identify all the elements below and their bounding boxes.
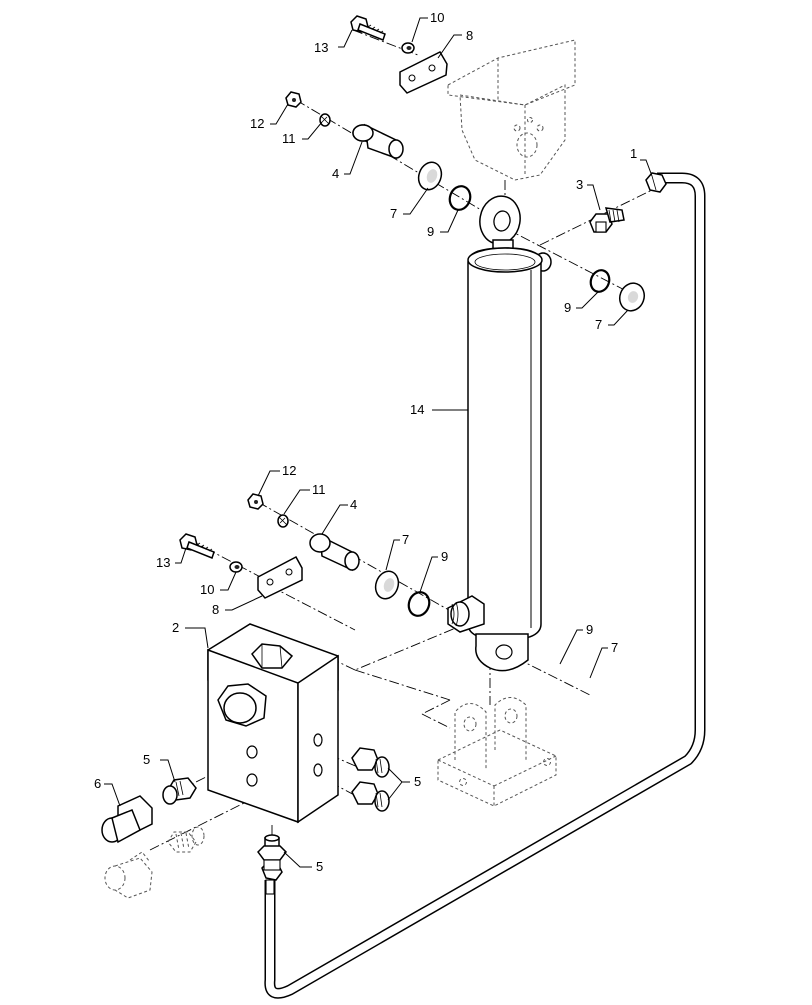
upper-mount-bracket — [447, 39, 576, 181]
washer-top — [401, 42, 415, 54]
pivot-pin-bottom — [309, 533, 360, 572]
bolt-top — [350, 15, 386, 41]
callout-7-lower: 7 — [611, 640, 618, 655]
callout-12-bottom: 12 — [282, 463, 296, 478]
callout-5-bottom: 5 — [316, 859, 323, 874]
callout-8-top: 8 — [466, 28, 473, 43]
retaining-ring-bottom — [407, 591, 431, 617]
callout-12-top: 12 — [250, 116, 264, 131]
callout-8-bottom: 8 — [212, 602, 219, 617]
retaining-ring-top — [448, 185, 472, 211]
retaining-ring-right — [589, 269, 611, 293]
lower-mount-bracket — [437, 697, 557, 807]
fitting-5-side-upper — [351, 747, 390, 778]
nut-top — [285, 91, 302, 108]
callout-7-top: 7 — [390, 206, 397, 221]
callout-11-bottom: 11 — [312, 482, 326, 497]
callout-2: 2 — [172, 620, 179, 635]
hydraulic-fitting-3 — [589, 207, 625, 233]
spacer-washer-top — [417, 161, 443, 191]
callout-11-top: 11 — [282, 131, 296, 146]
callout-9-bottom: 9 — [441, 549, 448, 564]
valve-plug-front — [217, 683, 267, 727]
leader-lines — [104, 17, 653, 868]
callout-13-top: 13 — [314, 40, 328, 55]
spacer-washer-bottom — [374, 570, 400, 600]
tube-nut-top — [645, 172, 667, 193]
callout-7-bottom: 7 — [402, 532, 409, 547]
callout-13-bottom: 13 — [156, 555, 170, 570]
hydraulic-cylinder — [447, 195, 552, 672]
callout-9-right: 9 — [564, 300, 571, 315]
lock-plate-bottom — [257, 555, 303, 599]
lock-plate-top — [399, 51, 448, 94]
hydraulic-tube — [261, 172, 706, 999]
cylinder-port — [447, 595, 485, 633]
lock-washer-top — [319, 113, 331, 127]
callout-5-side: 5 — [414, 774, 421, 789]
spacer-washer-right — [618, 282, 646, 312]
bolt-bottom — [179, 533, 215, 559]
ghost-elbow — [104, 851, 153, 899]
pivot-pin-top — [352, 123, 404, 160]
callout-labels: 13 10 8 12 11 4 7 9 1 3 9 7 14 12 11 4 7… — [94, 10, 637, 874]
fitting-5-side-lower — [351, 781, 390, 812]
lock-washer-bottom — [277, 514, 289, 528]
washer-bottom — [229, 561, 243, 573]
nut-bottom — [247, 493, 264, 510]
callout-4-top: 4 — [332, 166, 339, 181]
callout-1: 1 — [630, 146, 637, 161]
cylinder-clevis — [475, 633, 529, 672]
callout-3: 3 — [576, 177, 583, 192]
ghost-adapter — [167, 826, 205, 853]
elbow-fitting — [101, 795, 153, 844]
valve-block — [207, 623, 339, 824]
fitting-5-front — [162, 777, 197, 805]
callout-10-top: 10 — [430, 10, 444, 25]
callout-6: 6 — [94, 776, 101, 791]
callout-14: 14 — [410, 402, 424, 417]
fitting-5-bottom — [257, 834, 287, 871]
callout-5-front: 5 — [143, 752, 150, 767]
callout-4-bottom: 4 — [350, 497, 357, 512]
valve-plug-top — [251, 643, 294, 669]
callout-9-lower: 9 — [586, 622, 593, 637]
callout-9-top: 9 — [427, 224, 434, 239]
callout-7-right: 7 — [595, 317, 602, 332]
callout-10-bottom: 10 — [200, 582, 214, 597]
